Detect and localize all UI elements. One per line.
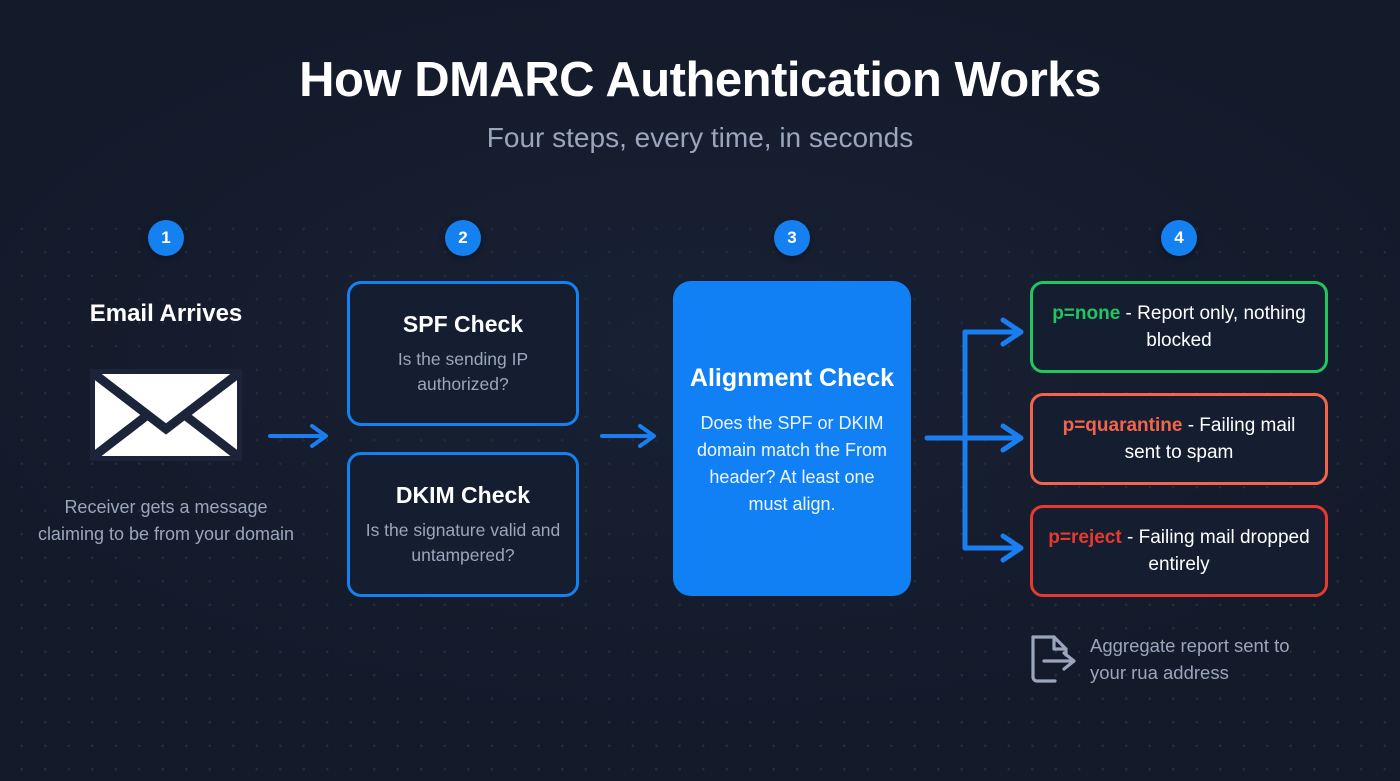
dkim-check-desc: Is the signature valid and untampered? (365, 519, 561, 565)
arrow-email-to-checks (268, 424, 328, 448)
spf-check-card[interactable]: SPF Check Is the sending IP authorized? (347, 281, 579, 426)
spf-check-desc: Is the sending IP authorized? (397, 348, 529, 394)
spf-check-title: SPF Check (402, 310, 524, 337)
policy-tag-reject: p=reject (1048, 527, 1122, 548)
policy-desc-none: - Report only, nothing blocked (1120, 303, 1306, 351)
alignment-check-card[interactable]: Alignment Check Does the SPF or DKIM dom… (673, 281, 911, 596)
policy-desc-quarantine: - Failing mail sent to spam (1124, 415, 1296, 463)
alignment-check-desc: Does the SPF or DKIM domain match the Fr… (696, 412, 888, 514)
policy-tag-none: p=none (1052, 303, 1121, 324)
step-badge-2: 2 (445, 220, 481, 256)
step-badge-1: 1 (148, 220, 184, 256)
aggregate-report-note: Aggregate report sent to your rua addres… (1028, 632, 1328, 686)
policy-card-quarantine[interactable]: p=quarantine - Failing mail sent to spam (1030, 393, 1328, 485)
policy-card-none[interactable]: p=none - Report only, nothing blocked (1030, 281, 1328, 373)
dkim-check-title: DKIM Check (395, 481, 531, 508)
envelope-icon (90, 369, 242, 461)
policy-tag-quarantine: p=quarantine (1062, 415, 1183, 436)
alignment-check-title: Alignment Check (689, 363, 895, 392)
page-subtitle: Four steps, every time, in seconds (486, 122, 914, 153)
page-title: How DMARC Authentication Works (299, 53, 1101, 107)
step1-heading: Email Arrives (89, 300, 243, 327)
policy-card-reject[interactable]: p=reject - Failing mail dropped entirely (1030, 505, 1328, 597)
step1-caption: Receiver gets a message claiming to be f… (37, 497, 295, 544)
step-badge-4: 4 (1161, 220, 1197, 256)
branch-connector-policies (924, 317, 1024, 563)
step-badge-3: 3 (774, 220, 810, 256)
arrow-checks-to-alignment (600, 424, 656, 448)
dkim-check-card[interactable]: DKIM Check Is the signature valid and un… (347, 452, 579, 597)
aggregate-report-text: Aggregate report sent to your rua addres… (1090, 635, 1290, 683)
document-export-icon (1031, 635, 1076, 683)
policy-desc-reject: - Failing mail dropped entirely (1121, 527, 1310, 575)
